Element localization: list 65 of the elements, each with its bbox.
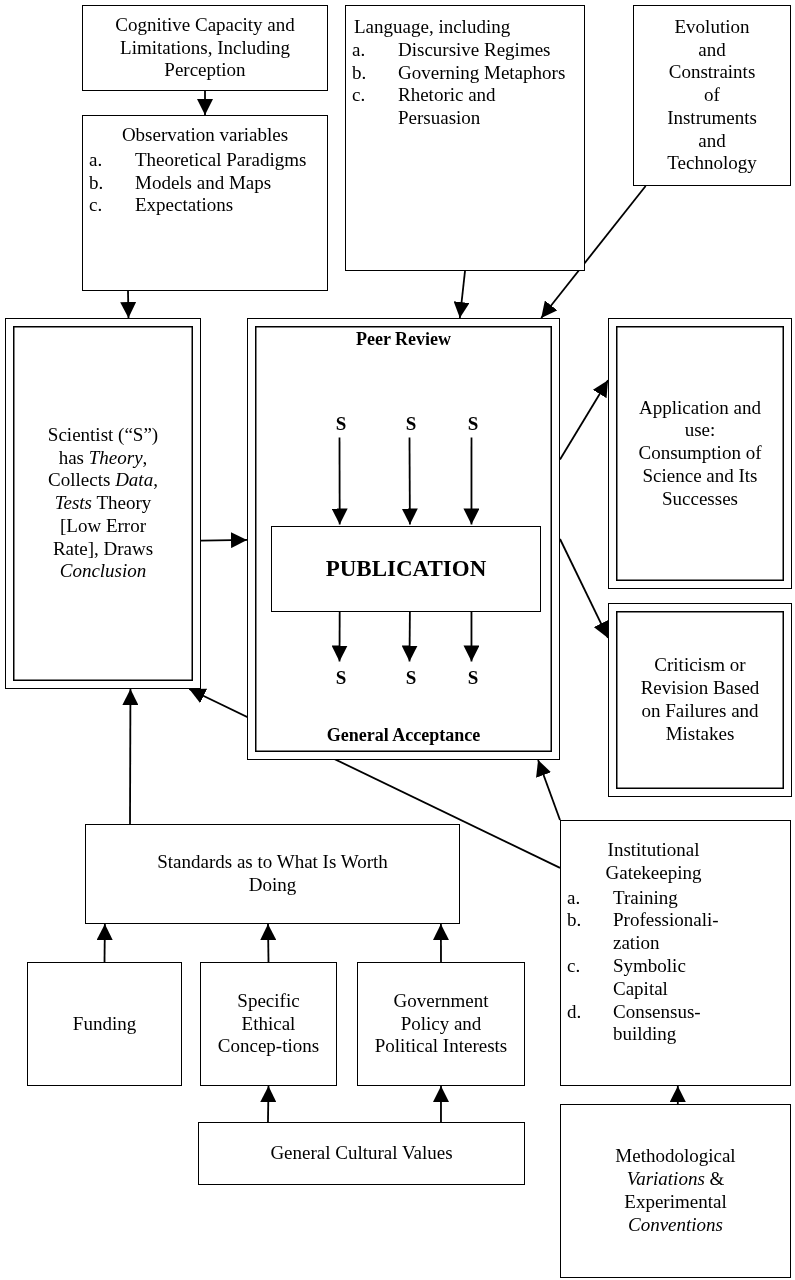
list-item: a. Theoretical Paradigms: [88, 148, 308, 172]
arrow: [559, 379, 609, 461]
node-label: S: [458, 409, 488, 439]
text-box: [27, 962, 182, 1086]
arrow: [433, 1085, 449, 1123]
list-item: c. Rhetoric and Persuasion: [351, 84, 497, 130]
arrow: [120, 290, 137, 319]
box-text: Standards as to What Is Worth Doing: [156, 851, 389, 897]
box-title: General Acceptance: [325, 725, 482, 747]
box-text: Institutional Gatekeeping: [604, 839, 703, 885]
list-item: b. Models and Maps: [88, 171, 273, 195]
arrow: [122, 688, 139, 825]
framed-box: [608, 318, 792, 589]
box-text: Cognitive Capacity and Limitations, Including Perception: [114, 13, 296, 83]
box-text: PUBLICATION: [324, 555, 488, 583]
text-box: [357, 962, 525, 1086]
arrow: [463, 436, 480, 526]
text-box: [85, 824, 460, 924]
box-text: Funding: [71, 1012, 138, 1036]
box-text: Observation variables: [120, 124, 290, 147]
arrow: [331, 436, 348, 526]
arrow: [453, 270, 470, 319]
text-box: [560, 820, 791, 1086]
arrow: [96, 923, 113, 963]
framed-box: [608, 603, 792, 797]
arrow: [669, 1085, 686, 1105]
text-box: [560, 1104, 791, 1278]
arrow: [401, 436, 418, 526]
box-text: Scientist (“S”) has Theory, Collects Data, Tests Theory [Low Error Rate], Draws Conclusion: [46, 423, 160, 584]
box-text: Language, including: [353, 16, 512, 39]
arrow: [540, 185, 647, 319]
text-box: [200, 962, 337, 1086]
text-box: [345, 5, 585, 271]
box-text: Evolution and Constraints of Instruments and Technology: [666, 15, 758, 176]
list-item: c. Expectations: [88, 194, 235, 218]
arrow: [260, 923, 277, 963]
box-text: Criticism or Revision Based on Failures and Mistakes: [639, 654, 761, 746]
box-text: Specific Ethical Concep-tions: [216, 989, 321, 1059]
text-box: [82, 5, 328, 91]
node-label: S: [396, 663, 426, 693]
text-box: [633, 5, 791, 186]
box-text: Methodological Variations & Experimental Conventions: [614, 1145, 737, 1237]
text-box: [82, 115, 328, 291]
arrow: [197, 90, 213, 116]
node-label: S: [326, 409, 356, 439]
list-item: b. Governing Metaphors: [351, 61, 567, 85]
list-item: a. Training: [566, 886, 679, 910]
list-item: d. Consensus-building: [566, 1000, 702, 1047]
framed-box: [5, 318, 201, 689]
arrow: [559, 538, 609, 639]
node-label: S: [326, 663, 356, 693]
arrow: [260, 1085, 277, 1123]
box-text: Application and use: Consumption of Science and Its Successes: [637, 396, 763, 511]
arrow: [200, 532, 248, 549]
box-title: Peer Review: [354, 329, 453, 351]
node-label: S: [458, 663, 488, 693]
publication-box: [271, 526, 541, 612]
list-item: a. Discursive Regimes: [351, 38, 552, 62]
box-text: General Cultural Values: [269, 1142, 454, 1165]
arrow: [536, 759, 561, 821]
arrow: [432, 923, 449, 963]
node-label: S: [396, 409, 426, 439]
framed-box: [247, 318, 560, 760]
text-box: [198, 1122, 525, 1185]
box-text: Government Policy and Political Interests: [373, 989, 509, 1059]
